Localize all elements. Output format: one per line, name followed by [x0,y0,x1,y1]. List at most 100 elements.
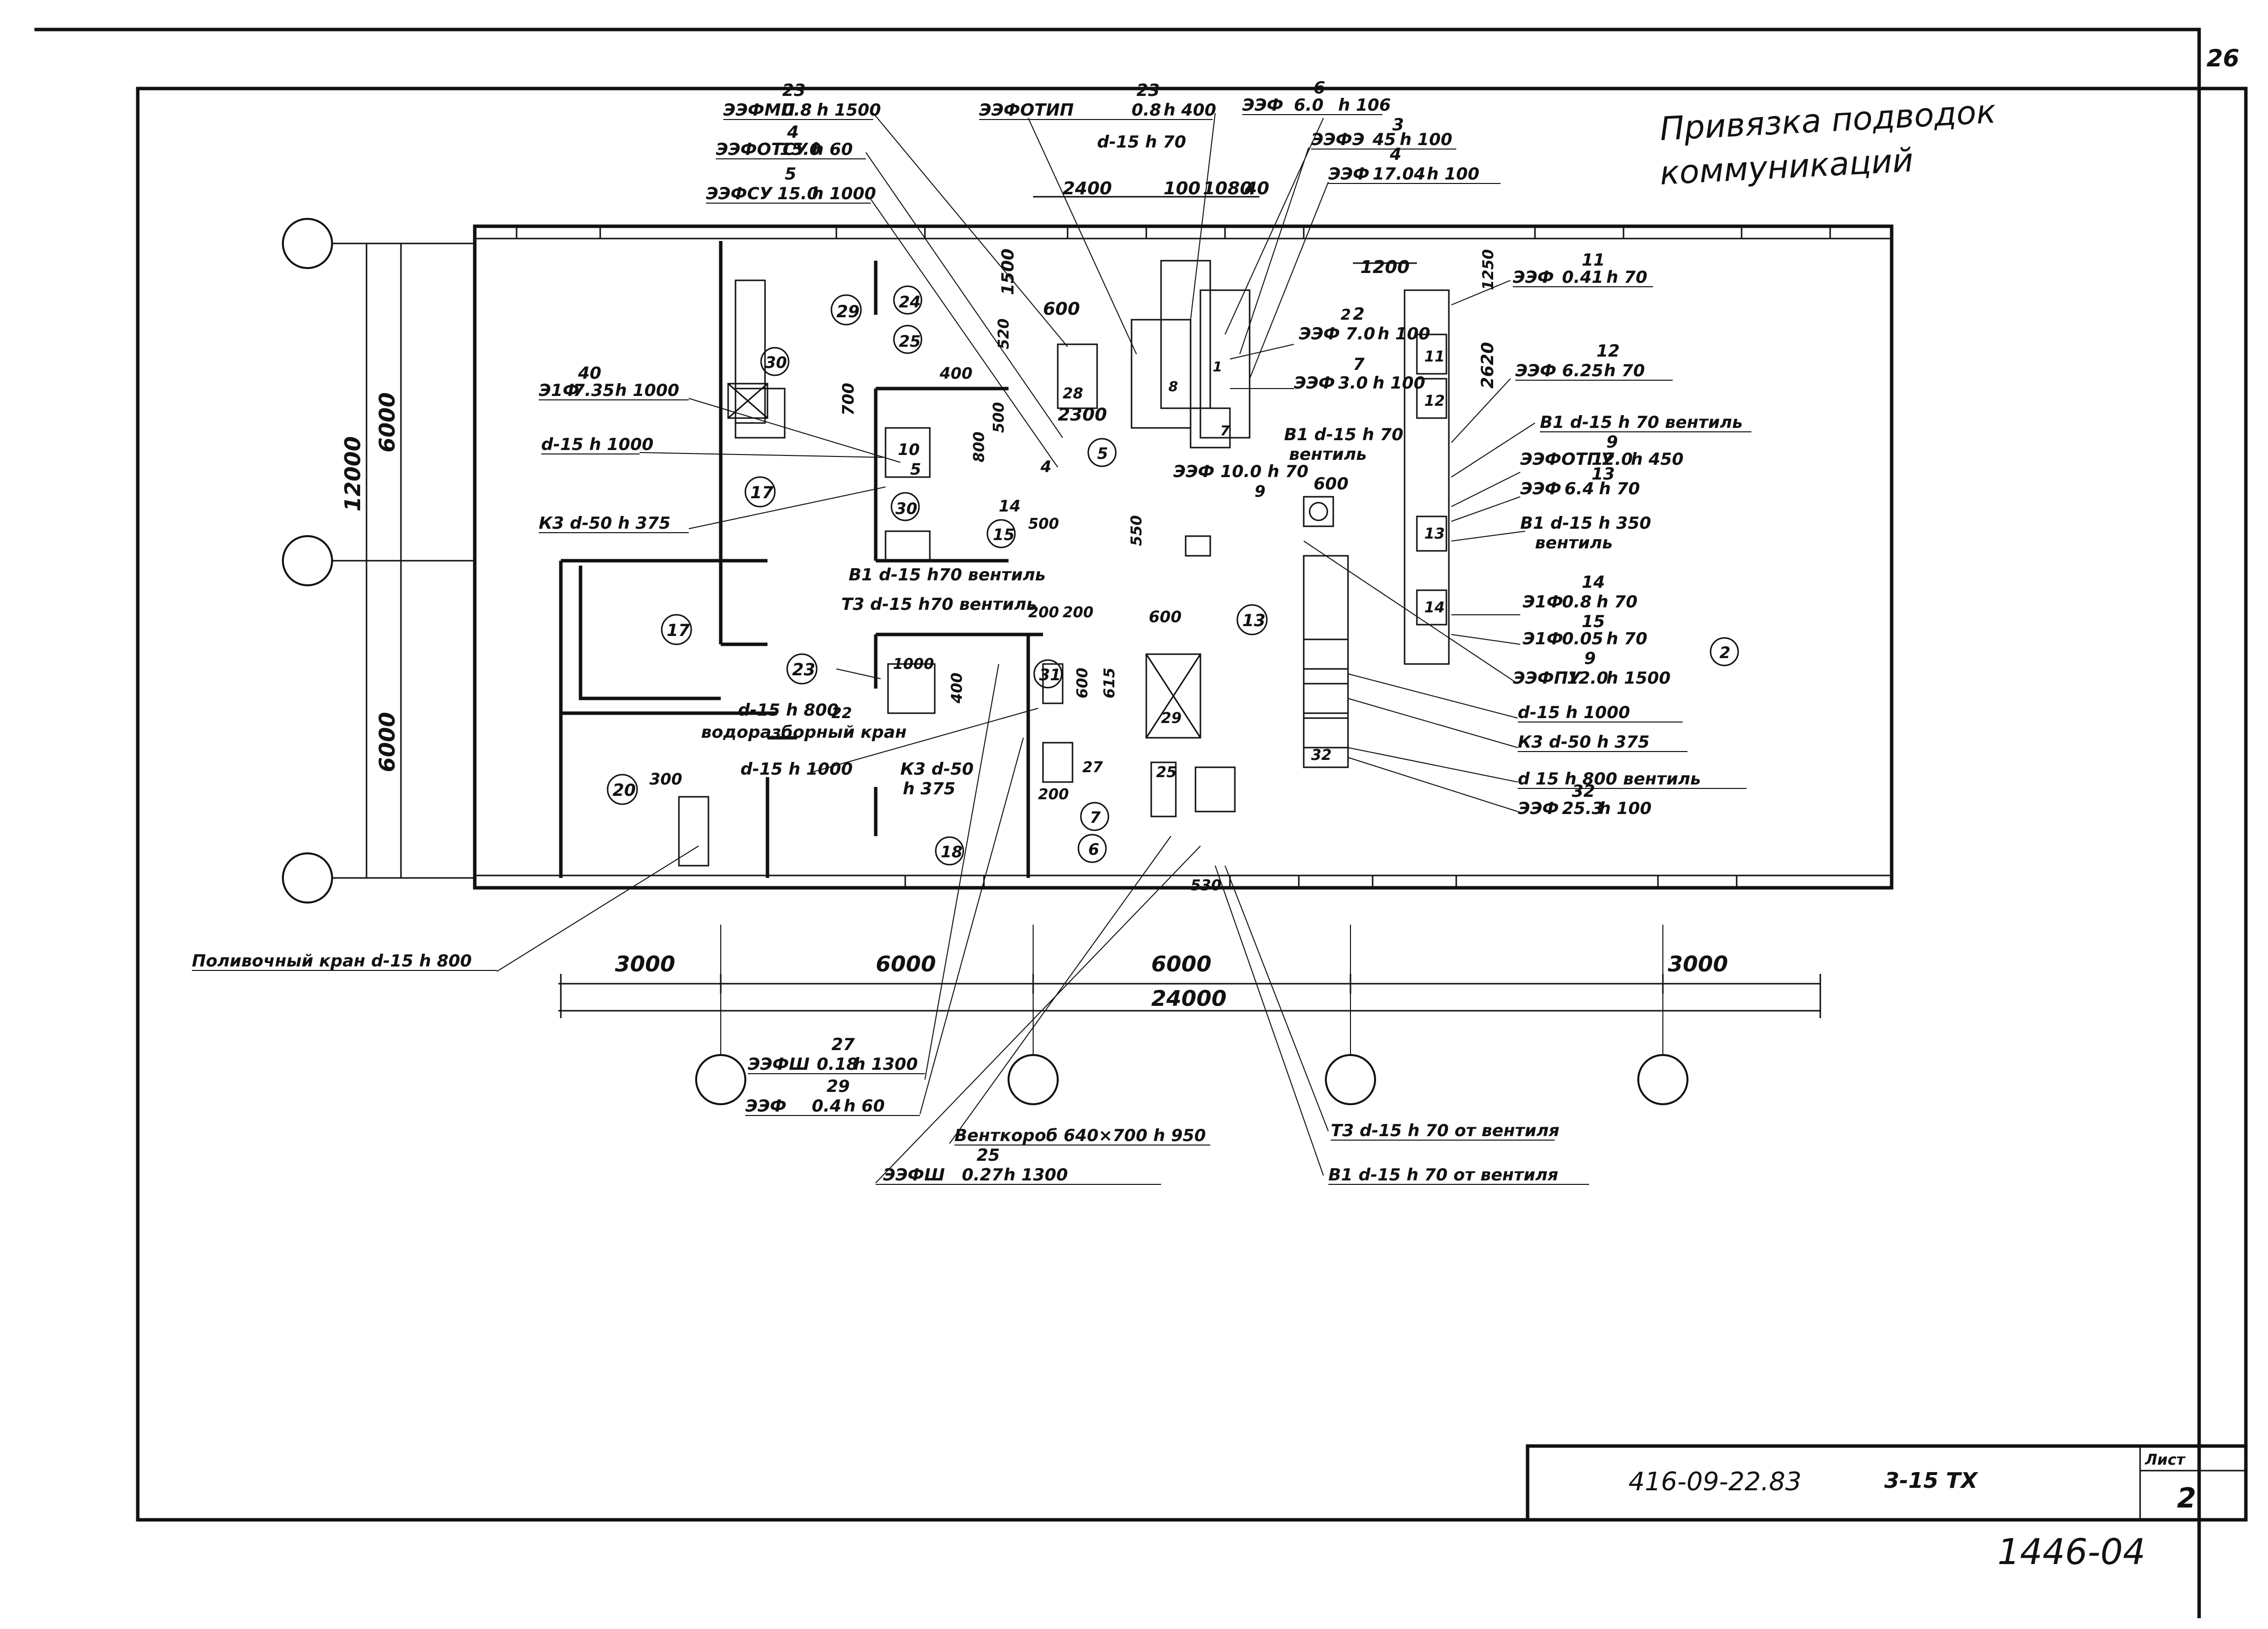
callout-label: ЭЭФ 10.0 h 70 [1173,462,1309,482]
callout-top: 40 [578,363,601,383]
callout-group-top: 23 ЭЭФОТИП 0.8 h 400 d-15 h 70 6 ЭЭФ 6.0… [979,78,1479,482]
room-number: 8 [1168,378,1178,394]
callout-group-left: 23 ЭЭФМП 0.8 h 1500 4 ЭЭФОТСУ 15.0 h 60 … [192,81,1045,971]
inventory-number: 1446-04 [1997,1531,2145,1572]
title-block [1526,1444,2248,1522]
callout-label: ЭЭФ [1294,373,1335,393]
callout-bottom: 7.35 [573,381,614,400]
callout-top: 6 [1314,78,1325,98]
callout-label: Э1Ф [539,381,579,400]
callout-label: d-15 h 1000 [740,759,853,779]
callout-label: h 375 [903,779,955,799]
dim-label: 2 [1341,306,1351,324]
callout-bottom: 0.41 [1562,268,1603,287]
room-number: 1 [1213,359,1222,375]
callout-tail: h 70 [1604,361,1645,381]
drawing-title-line-2: коммуникаций [1659,141,1914,192]
dim-label: 4 [1040,457,1051,476]
callout-bottom: 0.8 [1562,592,1592,612]
callout-bottom: 17.04 [1373,164,1426,184]
dim-label: 500 [990,402,1008,433]
sheet-number: 2 [2177,1482,2196,1514]
callout-bottom: 0.4 [812,1096,841,1116]
axis-bubble [282,218,333,269]
callout-tail: h 1500 [1606,668,1671,688]
drawing-title-line-1: Привязка подводок [1659,92,1997,148]
dim-overall: 24000 [1151,986,1226,1011]
room-number: 25 [1156,764,1177,781]
callout-tail: h 1500 [817,100,881,120]
callout-label: вентиль [1535,533,1613,553]
room-number: 23 [792,660,815,680]
callout-label: Поливочный кран d-15 h 800 [192,951,472,971]
callout-top: 32 [1572,782,1595,801]
axis-bubble [1008,1054,1059,1105]
callout-tail: h 100 [1373,373,1425,393]
dim-label: 9 [1255,482,1265,501]
callout-label: ЭЭФ [1299,324,1340,344]
dim-label: 200 [1038,786,1069,803]
room-number: 13 [1242,611,1265,631]
callout-tail: h 70 [1596,592,1637,612]
room-number: 32 [1311,747,1332,764]
room-number: 7 [1090,808,1101,827]
callout-tail: h 60 [812,140,853,159]
leader-lines [496,113,1535,1183]
callout-bottom: 45 [1372,130,1396,150]
dim-label: 1200 [1360,257,1410,277]
callout-top: 9 [1606,432,1618,452]
dim-label: 1500 [998,248,1018,295]
callout-tail: h 100 [1427,164,1479,184]
room-number: 6 [1088,840,1099,859]
room-number: 14 [999,497,1021,515]
room-number: 29 [1161,710,1182,727]
callout-top: 23 [782,81,805,100]
dim-left-total: 12000 [340,436,366,512]
dim-label: 5 [910,460,921,479]
callout-tail: h 1000 [615,381,679,400]
callout-tail: h 1000 [812,184,876,204]
callout-top: 4 [787,122,799,142]
callout-label: Э1Ф [1523,592,1563,612]
callout-label: В1 d-15 h 70 от вентиля [1328,1165,1558,1185]
callout-label: В1 d-15 h 70 [1284,425,1403,445]
callout-tail: h 70 [1606,268,1647,287]
dim-label: 300 [649,770,682,788]
callout-tail: h 400 [1164,100,1216,120]
callout-top: 11 [1582,250,1605,270]
dim-label: 550 [1128,515,1145,546]
callout-top: 9 [1584,649,1596,668]
axis-bubble [282,852,333,904]
callout-bottom: 12.0 [1592,450,1633,469]
axis-bubbles [282,218,1688,1105]
callout-label: ЭЭФ [1520,479,1562,499]
callout-label: К3 d-50 h 375 [539,513,671,533]
dim-label: 2300 [1058,405,1107,425]
dim-label: 2620 [1478,342,1498,389]
callout-label: d-15 h 1000 [541,435,653,454]
dim-label: 200 [1028,604,1059,621]
dim-label: 615 [1101,667,1118,698]
dim-span-2: 6000 [876,952,936,977]
callout-label: ЭЭФ [1518,799,1559,818]
room-number: 29 [836,302,859,322]
page-number: 26 [2207,45,2239,72]
dim-label: 200 [1063,604,1094,621]
dim-left-lower: 6000 [375,712,400,772]
callout-label: Венткороб 640×700 h 950 [954,1126,1206,1146]
callout-tail: h 70 [1599,479,1640,499]
callout-top: 27 [831,1035,855,1055]
callout-tail: h 450 [1631,450,1684,469]
dim-label: 400 [949,672,966,704]
building-plan [473,224,1894,890]
callout-top: 15 [1582,612,1605,632]
dim-left-upper: 6000 [375,392,400,452]
axis-bubble [1325,1054,1376,1105]
callout-label: Т3 d-15 h 70 от вентиля [1331,1121,1560,1141]
callout-top: 29 [827,1077,850,1096]
callout-top: 23 [1136,81,1160,100]
callout-bottom: 6.25 [1562,361,1603,381]
callout-label: d-15 h 70 [1097,132,1186,152]
callout-label: ЭЭФ [1513,268,1554,287]
axis-bubble [282,535,333,586]
